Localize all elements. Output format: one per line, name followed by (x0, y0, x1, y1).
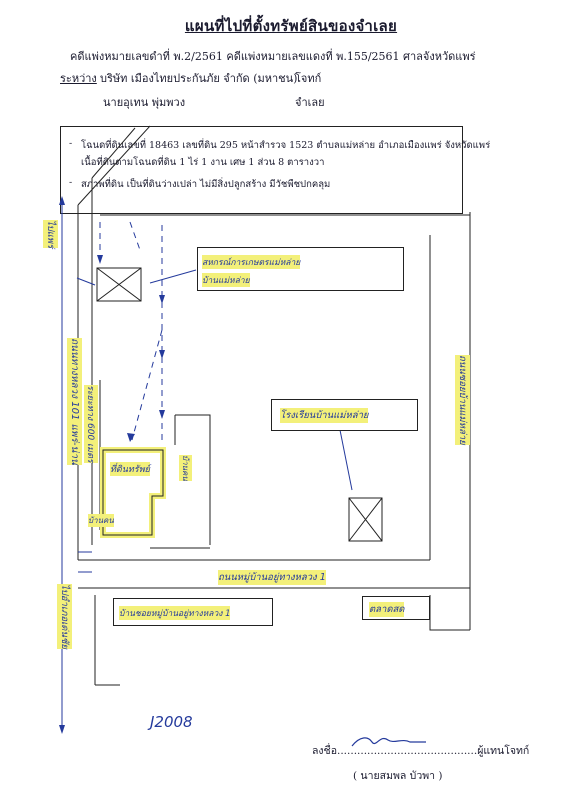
sign-role: ผู้แทนโจทก์ (477, 745, 530, 757)
to-denchai-label: ไปอำเภอเด่นชัย (57, 584, 72, 649)
condition-line: -สภาพที่ดิน เป็นที่ดินว่างเปล่า ไม่มีสิ่… (69, 177, 331, 190)
property-outline (102, 449, 164, 536)
deed-line: -โฉนดที่ดินเลขที่ 18463 เลขที่ดิน 295 หน… (69, 138, 491, 151)
coop-label: สหกรณ์การเกษตรแม่หล่าย (202, 255, 301, 269)
plaintiff-name: บริษัท เมืองไทยประกันภัย จำกัด (มหาชน) (100, 72, 298, 85)
signer-name: ( นายสมพล บัวพา ) (353, 770, 443, 782)
case-number-line: คดีแพ่งหมายเลขดำที่ พ.2/2561 คดีแพ่งหมาย… (70, 50, 476, 63)
bottom-box-label: บ้านชอยหมู่บ้านอยู่ทางหลวง 1 (119, 606, 231, 620)
right-road-label: ถนนซอยบ้านแม่หล่าย (455, 355, 470, 445)
bottom-right-label: ตลาดสด (369, 602, 405, 617)
defendant-role: จำเลย (295, 96, 325, 109)
house-mid-label: บ้านคน (179, 455, 192, 481)
building-x-top-left (96, 267, 142, 302)
school-label: โรงเรียนบ้านแม่หล่าย (280, 408, 369, 423)
route-path (99, 221, 163, 445)
bottom-box: บ้านชอยหมู่บ้านอยู่ทางหลวง 1 (113, 598, 273, 626)
bottom-road-label: ถนนหมู่บ้านอยู่ทางหลวง 1 (218, 570, 326, 585)
sign-label: ลงชื่อ (312, 745, 337, 757)
to-phrae-label: ไปแพร่ (43, 220, 58, 249)
building-x-bottom-right (348, 497, 383, 542)
between-label: ระหว่าง (60, 72, 97, 85)
bottom-right-box: ตลาดสด (362, 596, 430, 620)
document-title: แผนที่ไปที่ตั้งทรัพย์สินของจำเลย (184, 17, 398, 35)
sign-dots: ........................................… (337, 745, 478, 757)
house-left-label: บ้านคน (88, 514, 114, 527)
property-info-box: -โฉนดที่ดินเลขที่ 18463 เลขที่ดิน 295 หน… (60, 126, 490, 214)
highway-label: ถนนทางหลวง 101 แพร่-น่าน (67, 338, 82, 465)
coop-box: สหกรณ์การเกษตรแม่หล่าย บ้านแม่หล่าย (197, 247, 404, 291)
handwritten-code: J2008 (150, 713, 193, 731)
signature-scribble (351, 737, 426, 747)
route-arrowheads (97, 255, 165, 442)
area-line: เนื้อที่ดินตามโฉนดที่ดิน 1 ไร่ 1 งาน เศษ… (81, 157, 325, 168)
property-label: ที่ดินทรัพย์ (110, 462, 150, 476)
defendant-name: นายอุเทน พุ่มพวง (103, 96, 186, 109)
distance-label: ระยะทาง 600 เมตร (84, 385, 98, 463)
plaintiff-role: โจทก์ (295, 72, 322, 85)
coop-label-2: บ้านแม่หล่าย (202, 273, 250, 287)
school-box: โรงเรียนบ้านแม่หล่าย (271, 399, 418, 431)
signature-line: ลงชื่อ..................................… (312, 742, 529, 759)
